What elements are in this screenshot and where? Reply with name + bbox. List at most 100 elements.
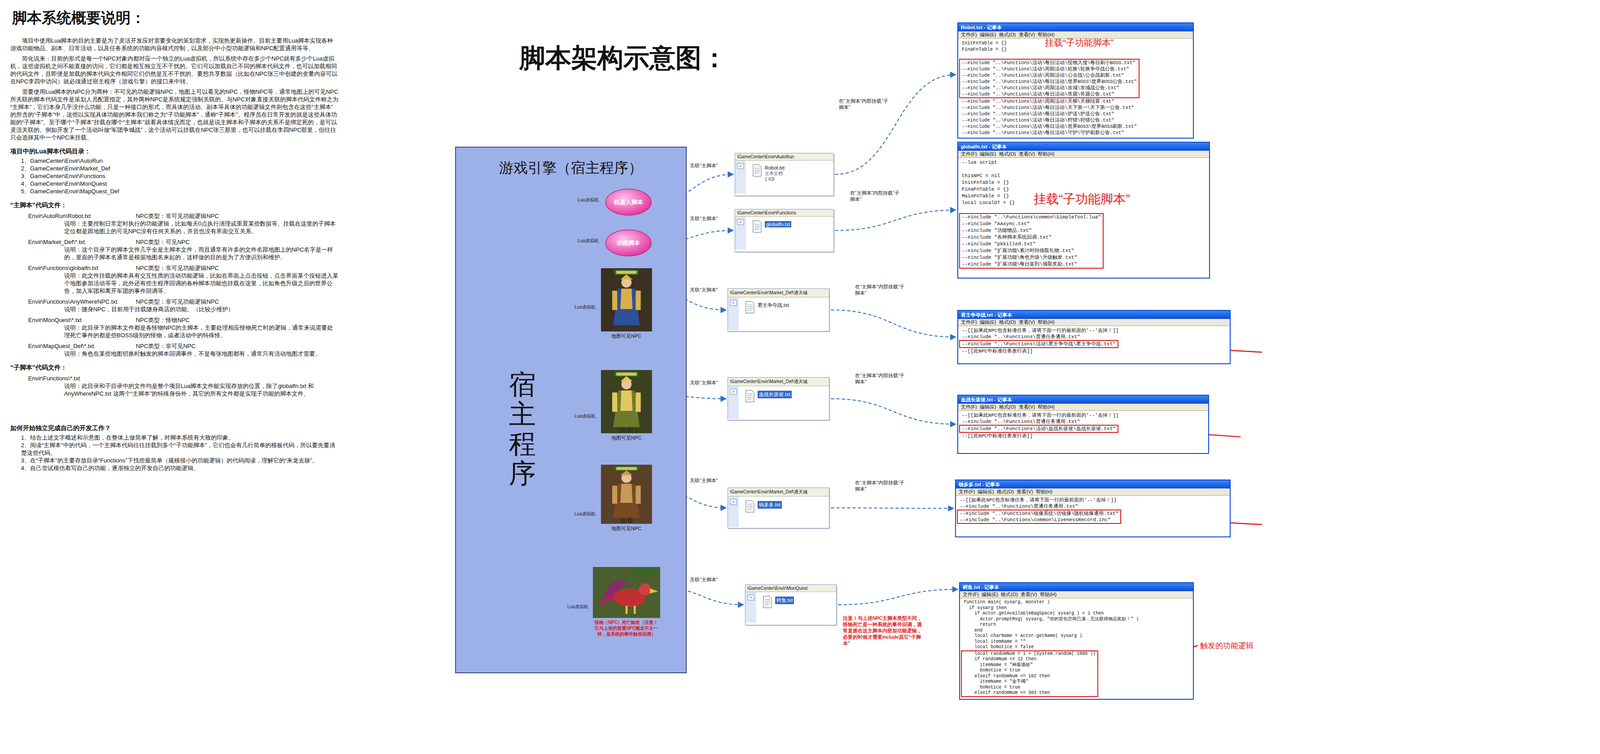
dashed-connector xyxy=(837,589,958,605)
code-line: local itemName = "" xyxy=(963,639,1190,646)
menu-bar: 文件(F) 编辑(E) 格式(O) 查看(V) 帮助(H) xyxy=(958,319,1230,327)
code-line: --[[此NPC中标准任务发行表]] xyxy=(961,348,1227,355)
folder-window: \GameCenter\Envir\Market_Def\通天城血战长坂坡.tx… xyxy=(727,377,830,421)
code-line: --#include "..\Functions\普通任务通用.txt" xyxy=(959,503,1227,510)
panel-title: 游戏引擎（宿主程序） xyxy=(455,158,686,177)
notepad-window: 鳄鱼.txt - 记事本文件(F) 编辑(E) 格式(O) 查看(V) 帮助(H… xyxy=(959,582,1194,701)
folder-path: \GameCenter\Envir\Functions xyxy=(735,209,834,217)
section-heading: “主脚本”代码文件： xyxy=(10,201,339,210)
folder-side-panel xyxy=(727,297,739,331)
dashed-connector xyxy=(830,310,956,338)
folder-window: \GameCenter\Envir\Market_Def\通天城钱多多.txt xyxy=(727,487,830,529)
code-area: --[[如果此NPC包含标准任务，请将下面一行的最前面的'--'去掉！]]--#… xyxy=(958,326,1230,357)
code-line: --#include "..\Functions\活动\周期活动\公会战\公会战… xyxy=(961,72,1137,79)
code-line: elseif randomNum <= 102 then xyxy=(963,674,1096,680)
edge-label: 在“主脚本”内部挂载“子脚本” xyxy=(854,479,908,493)
folder-window: \GameCenter\Envir\Functions globalfn.txt xyxy=(734,209,834,252)
red-callout: 挂载“子功能脚本” xyxy=(1044,36,1114,49)
dashed-connector xyxy=(830,508,954,509)
notepad-window: globalfn.txt - 记事本文件(F) 编辑(E) 格式(O) 查看(V… xyxy=(957,141,1211,279)
code-line: --#include "扩展功能\每日签到\领取奖励.txt" xyxy=(961,261,1101,268)
file-icon xyxy=(745,297,755,316)
code-area: function main( sysarg, monster ) if sysa… xyxy=(960,598,1193,700)
window-title: 鳄鱼.txt - 记事本 xyxy=(960,583,1193,592)
vm-label: Lua虚拟机 xyxy=(574,413,596,420)
script-ellipse: 机器人脚本 xyxy=(604,188,653,216)
code-area: --[[如果此NPC包含标准任务，请将下面一行的最前面的'--'去掉！]]--#… xyxy=(958,411,1209,442)
file-row: Envir\Functions\globalfn.txtNPC类型：非可见功能逻… xyxy=(10,264,339,272)
step-item: 3、在“子脚本”的主要存放目录“Functions”下找些最简单（规模很小的功能… xyxy=(21,456,339,465)
intro-paragraph: 项目中使用Lua脚本的目的主要是为了灵活开发应对需要变化的策划需求，实现热更新操… xyxy=(10,36,339,53)
folder-side-panel xyxy=(727,386,739,420)
code-line: if sysarg then xyxy=(963,605,1190,612)
file-path: Envir\Functions\*.txt xyxy=(28,374,132,383)
code-line: --[[此NPC中标准任务发行表]] xyxy=(961,433,1206,440)
npc-type: NPC类型：可见NPC xyxy=(135,238,190,246)
code-line: --[[如果此NPC包含标准任务，请将下面一行的最前面的'--'去掉！]] xyxy=(959,497,1227,504)
menu-bar: 文件(F) 编辑(E) 格式(O) 查看(V) 帮助(H) xyxy=(955,488,1230,496)
dashed-connector xyxy=(830,398,956,425)
code-line: --lua script xyxy=(961,159,1206,167)
file-detail: 文本文档 xyxy=(764,170,785,177)
highlight-box: --#include "..\Functions\活动\君主争夺战\君主争夺战.… xyxy=(959,340,1119,349)
file-name: globalfn.txt xyxy=(764,221,792,228)
npc-caption: 地图可见NPC xyxy=(600,333,653,340)
file-names: 鳄鱼.txt xyxy=(775,592,798,605)
vm-label: Lua虚拟机 xyxy=(577,197,599,204)
file-row: Envir\Market_Def\*.txtNPC类型：可见NPC xyxy=(10,238,339,246)
page-heading: 脚本系统概要说明： xyxy=(12,8,146,29)
npc-illustration xyxy=(600,268,653,332)
folder-path: \GameCenter\Envir\MonQuest xyxy=(745,585,837,593)
code-line: --#include "..\Functions\活动\周期活动\攻城\攻城战公… xyxy=(961,84,1137,92)
edge-label: 关联“主脚本” xyxy=(689,286,718,294)
file-path: Envir\Market_Def\*.txt xyxy=(28,238,132,246)
intro-paragraph: 简化说来：目前的形式是每一个NPC对象内都对应一个独立的Lua虚拟机，所以系统中… xyxy=(10,54,339,86)
file-icon xyxy=(745,386,755,405)
red-callout: 触发的功能逻辑 xyxy=(1200,640,1254,652)
notepad-window: 钱多多.txt - 记事本文件(F) 编辑(E) 格式(O) 查看(V) 帮助(… xyxy=(955,479,1231,539)
file-name: 君主争夺战.txt xyxy=(757,302,790,309)
code-line: thisNPC = nil xyxy=(961,172,1206,180)
code-line: local charName = Actor.getName( sysarg ) xyxy=(963,633,1190,640)
directory-item: 4、GameCenter\Envir\MonQuest xyxy=(21,179,339,188)
code-line: --#include "..\Functions\普通任务通用.txt" xyxy=(961,333,1227,341)
folder-side-panel xyxy=(745,592,757,623)
code-line: --#include "..\Functions\活动\每日活动\世界BOSS\… xyxy=(961,123,1190,130)
notepad-window: 君主争夺战.txt - 记事本文件(F) 编辑(E) 格式(O) 查看(V) 帮… xyxy=(957,310,1231,365)
npc-figure: 地图可见NPC xyxy=(600,464,653,533)
code-line: FinaFnTable = {} xyxy=(961,186,1206,193)
code-line: if Actor.getAvailableBagSpace( sysarg ) … xyxy=(963,611,1190,618)
warning-note: 注意！与上述NPC主脚本类型不同，怪物死亡是一种系统的事件回调，通常直接在这主脚… xyxy=(842,615,927,647)
file-path: Envir\Functions\AnyWhereNPC.txt xyxy=(28,298,132,306)
intro-paragraph: 需要使用Lua脚本的NPC分为两种：不可见的功能逻辑NPC，地图上可以看见的NP… xyxy=(10,87,339,142)
edge-label: 在“主脚本”内部挂载“子脚本” xyxy=(850,189,904,203)
code-line: itemName = "金手镯" xyxy=(963,679,1096,686)
red-callout: 挂载“子功能脚本” xyxy=(1033,190,1131,208)
code-line: boNotice = true xyxy=(963,668,1096,675)
file-detail: 1 KB xyxy=(764,176,785,182)
highlight-box: --#include "..\Functions\镜像系统\仿镜像\随机镜像通用… xyxy=(956,509,1122,525)
code-line: --#include "..\Functions\活动\每日活动\怪物入侵\每日… xyxy=(961,59,1137,66)
file-name: 血战长坂坡.txt xyxy=(757,390,792,399)
directory-item: 5、GameCenter\Envir\MapQuest_Def xyxy=(21,187,339,196)
directory-item: 3、GameCenter\Envir\Functions xyxy=(21,172,339,180)
file-icon xyxy=(762,592,773,611)
code-line: if randomNum <= 12 then xyxy=(963,657,1096,663)
edge-label: 在“主脚本”内部挂载“子脚本” xyxy=(854,372,908,386)
code-line: boNotice = true xyxy=(963,685,1096,692)
edge-label: 关联“主脚本” xyxy=(689,576,718,584)
dashed-connector xyxy=(835,210,956,231)
edge-label: 关联“主脚本” xyxy=(689,379,718,386)
file-name: 钱多多.txt xyxy=(757,501,782,509)
file-path: Envir\AutoRun\Robot.txt xyxy=(28,212,132,220)
file-path: Envir\MonQuest\*.txt xyxy=(28,316,132,325)
code-line: itemName = "神装项链" xyxy=(963,662,1096,669)
menu-bar: 文件(F) 编辑(E) 格式(O) 查看(V) 帮助(H) xyxy=(958,31,1193,39)
code-line: --#include "扩展功能\累计时间领取礼物.txt" xyxy=(961,247,1101,255)
file-description: 说明：这个目录下的脚本文件几乎全是主脚本文件，而且通常有许多的文件名跟地图上的N… xyxy=(64,245,339,262)
folder-body: Robot.txt文本文档1 KB xyxy=(735,160,834,194)
highlight-box: --#include "..\Functions\common\SimpleTo… xyxy=(959,213,1104,269)
vertical-title: 宿主程序 xyxy=(508,370,536,489)
npc-caption: 怪物（NPC）死亡触发（注意！它与上述的普通NPC概念不太一样，是系统的事件触发… xyxy=(592,619,661,638)
menu-bar: 文件(F) 编辑(E) 格式(O) 查看(V) 帮助(H) xyxy=(960,591,1193,599)
